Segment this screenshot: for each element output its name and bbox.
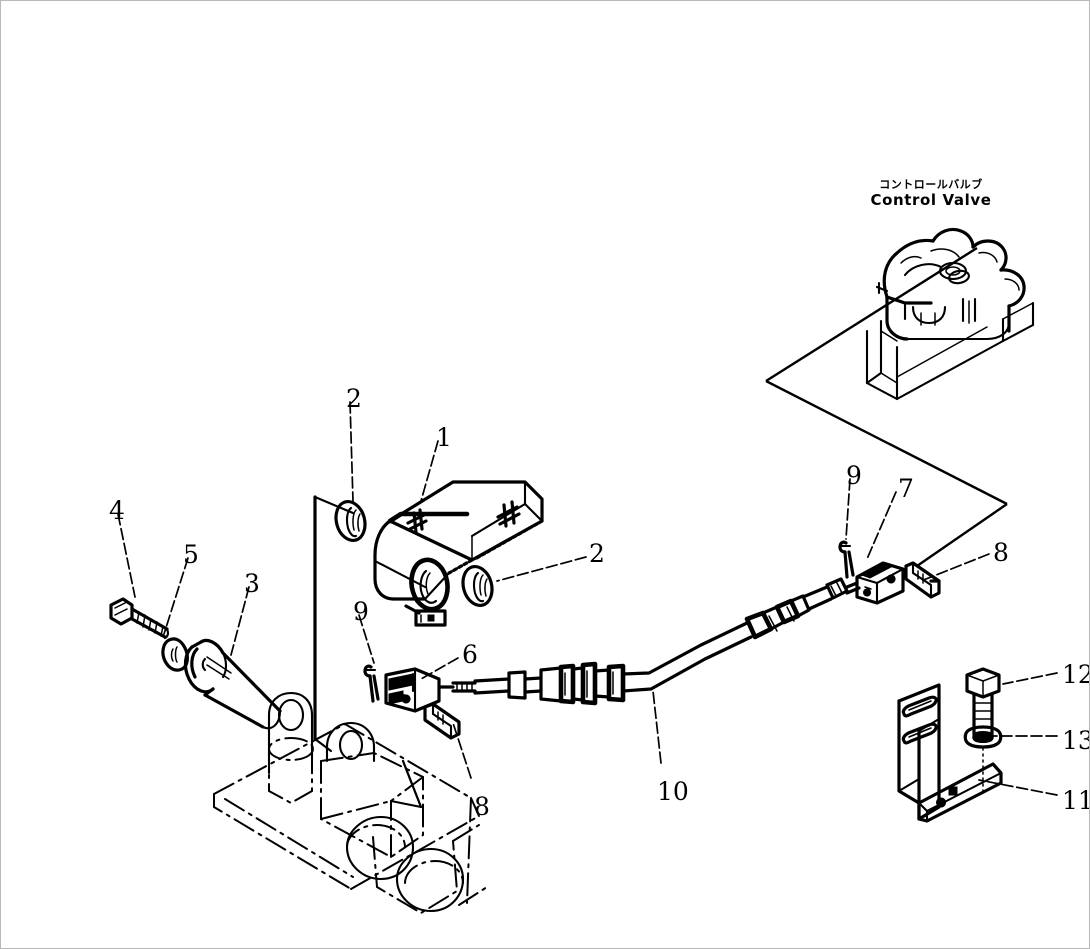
part-4-bolt bbox=[109, 597, 170, 640]
control-valve-body bbox=[875, 227, 1026, 341]
part-1-pedal bbox=[373, 480, 544, 627]
part-7-cable-yoke-rear bbox=[855, 561, 905, 605]
callout-number-9: 9 bbox=[846, 461, 862, 490]
callout-number-5: 5 bbox=[183, 540, 199, 569]
floor-plate-phantom bbox=[213, 691, 488, 915]
leader-line-5 bbox=[163, 557, 189, 635]
part-9-cotter-pin-left bbox=[363, 664, 380, 703]
part-11-mounting-bracket bbox=[897, 683, 1003, 823]
callout-number-6: 6 bbox=[462, 640, 478, 669]
callout-number-2: 2 bbox=[346, 384, 362, 413]
part-8-bolt-left bbox=[423, 702, 461, 740]
part-9-cotter-pin-right bbox=[838, 540, 855, 579]
callout-number-11: 11 bbox=[1062, 786, 1089, 815]
leader-line-8 bbox=[920, 553, 990, 582]
leader-line-4 bbox=[117, 513, 136, 598]
part-13-bracket-washer bbox=[963, 725, 1003, 792]
callout-number-4: 4 bbox=[109, 496, 125, 525]
control-valve-caption: コントロールバルブ Control Valve bbox=[841, 178, 1021, 209]
leader-line-2 bbox=[496, 556, 587, 582]
leader-line-3 bbox=[230, 586, 250, 656]
callout-number-2: 2 bbox=[589, 539, 605, 568]
leader-line-1 bbox=[420, 440, 439, 502]
callout-number-9: 9 bbox=[353, 597, 369, 626]
leader-line-8 bbox=[452, 722, 472, 779]
valve-mount-bracket bbox=[865, 301, 1035, 401]
part-5-washer bbox=[161, 637, 189, 672]
callout-number-12: 12 bbox=[1062, 660, 1089, 689]
detail-balloon-outline bbox=[765, 246, 1008, 567]
leader-line-7 bbox=[866, 491, 897, 560]
part-8-bolt-right bbox=[904, 561, 941, 599]
callout-number-8: 8 bbox=[474, 792, 490, 821]
callout-number-1: 1 bbox=[436, 423, 452, 452]
callout-number-8: 8 bbox=[993, 538, 1009, 567]
part-6-cable-yoke bbox=[384, 667, 455, 713]
part-10-control-cable bbox=[451, 577, 861, 706]
leader-line-9 bbox=[358, 614, 375, 664]
leader-line-12 bbox=[1002, 672, 1058, 685]
pedal-bracket-reference-line bbox=[313, 495, 355, 753]
callout-number-3: 3 bbox=[244, 569, 260, 598]
leader-line-6 bbox=[420, 657, 459, 680]
callout-number-13: 13 bbox=[1062, 726, 1089, 755]
leader-line-9 bbox=[845, 478, 851, 540]
part-2-bushing-left bbox=[334, 500, 367, 542]
control-valve-caption-japanese: コントロールバルブ bbox=[879, 178, 983, 191]
leader-line-11 bbox=[978, 779, 1058, 796]
callout-leader-lines bbox=[117, 401, 1058, 796]
pedal-tread-marks bbox=[406, 500, 521, 534]
control-valve-detail bbox=[765, 227, 1035, 567]
part-2-bushing-right bbox=[461, 565, 494, 607]
callout-number-10: 10 bbox=[657, 777, 689, 806]
callout-number-7: 7 bbox=[898, 474, 914, 503]
leader-line-10 bbox=[652, 690, 662, 764]
leader-line-2 bbox=[349, 401, 354, 502]
control-valve-caption-english: Control Valve bbox=[870, 190, 992, 209]
pedal-pivot-eye bbox=[409, 557, 450, 612]
part-3-pedal-shaft-pin bbox=[183, 638, 282, 730]
